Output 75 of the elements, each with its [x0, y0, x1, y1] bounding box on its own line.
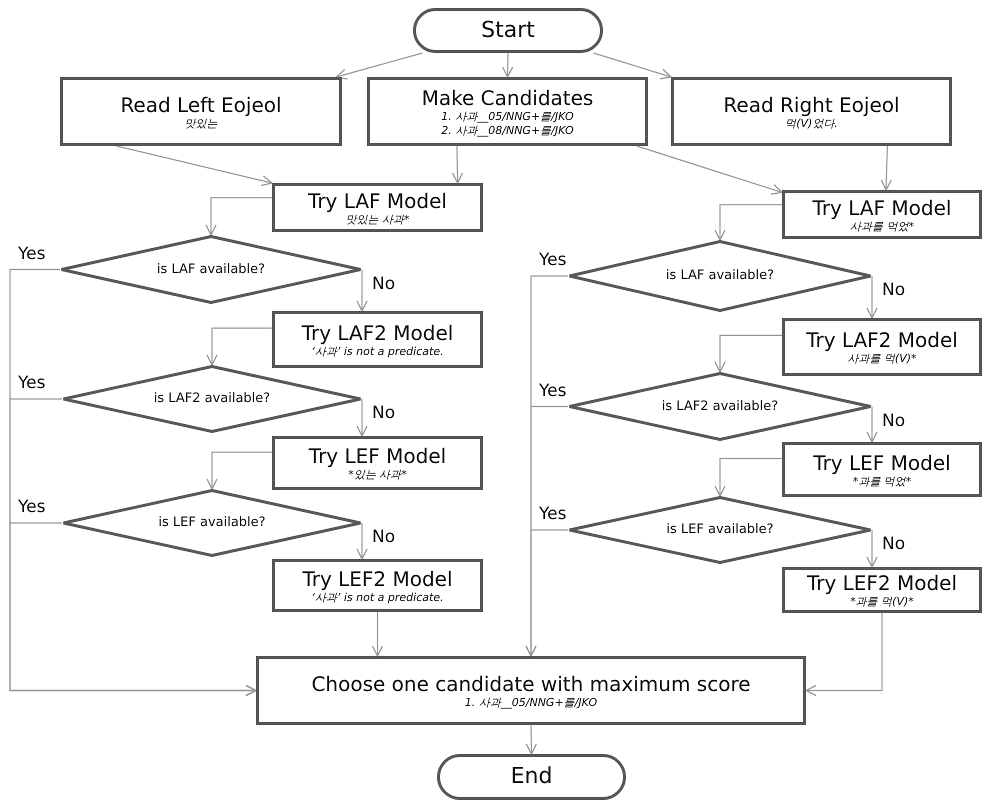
node-title: is LAF2 available? [662, 398, 778, 416]
arrow [805, 613, 883, 696]
node-title: Try LAF Model [812, 196, 952, 220]
decision-diamond [568, 496, 872, 564]
node-note: 사과를 먹(V)* [847, 352, 917, 366]
decision-diamond [62, 365, 362, 433]
node-title: Read Left Eojeol [120, 92, 282, 116]
process-box [671, 77, 952, 146]
arrow [502, 52, 514, 78]
node-note: 맛있는 [184, 116, 218, 130]
process-box [256, 656, 806, 725]
node-title: is LAF available? [156, 260, 266, 278]
decision-diamond [568, 240, 872, 312]
process-box [272, 436, 483, 490]
process-box [60, 77, 342, 146]
arrow [356, 270, 368, 312]
node-note: *과를 먹(V)* [850, 595, 914, 609]
node-title: is LAF available? [666, 267, 774, 285]
node-note: ‘사과’ is not a predicate. [311, 344, 444, 358]
arrow [9, 522, 257, 696]
process-box [272, 559, 483, 612]
process-box [782, 190, 982, 239]
node-note: 2. 사과__08/NNG+를/JKO [441, 124, 574, 138]
node-note: ‘사과’ is not a predicate. [311, 590, 444, 604]
node-title: is LAF2 available? [154, 390, 270, 408]
decision-diamond [568, 372, 872, 441]
arrow [714, 458, 782, 497]
arrow [714, 334, 782, 373]
arrow [206, 328, 272, 366]
node-title: Try LEF Model [308, 444, 446, 468]
arrow [372, 612, 384, 657]
node-note: *있는 사과* [348, 468, 407, 482]
process-box [367, 77, 648, 146]
arrow [356, 399, 368, 437]
process-box [782, 567, 982, 613]
node-title: Try LAF Model [308, 188, 447, 212]
node-note: 1. 사과__05/NNG+를/JKO [464, 696, 598, 710]
decision-diamond [62, 489, 362, 557]
node-title: Try LEF Model [813, 450, 951, 474]
node-title: is LEF available? [158, 514, 266, 532]
process-box [272, 183, 483, 232]
node-title: Try LAF2 Model [302, 320, 454, 344]
node-note: *과를 먹었* [852, 474, 912, 488]
arrow [526, 724, 537, 755]
node-title: is LEF available? [666, 521, 774, 539]
arrow [356, 523, 368, 560]
arrow [866, 406, 878, 443]
decision-diamond [60, 235, 362, 304]
node-title: Make Candidates [422, 86, 594, 110]
arrow [866, 276, 878, 319]
node-title: Read Right Eojeol [723, 92, 900, 116]
node-title: Try LEF2 Model [806, 571, 958, 595]
process-box [782, 318, 982, 376]
arrow [116, 145, 273, 186]
arrow [880, 146, 892, 191]
node-note: 사과를 먹었* [850, 220, 914, 234]
arrow [452, 146, 464, 184]
process-box [272, 311, 483, 368]
node-title: Try LEF2 Model [302, 566, 453, 590]
arrow [866, 530, 878, 568]
process-box [782, 442, 982, 497]
arrow [636, 145, 783, 195]
arrow [714, 204, 782, 241]
arrow [205, 197, 272, 236]
arrow [206, 452, 272, 490]
arrow [593, 52, 672, 80]
node-note: 1. 사과__05/NNG+를/JKO [441, 110, 574, 124]
node-note: 맛있는 사과* [346, 212, 410, 226]
node-title: End [510, 765, 552, 789]
node-title: Choose one candidate with maximum score [311, 672, 751, 696]
node-note: 먹(V)었다. [785, 116, 838, 130]
node-title: Start [481, 18, 535, 42]
arrow [336, 52, 423, 80]
node-title: Try LAF2 Model [806, 328, 958, 352]
arrow [525, 529, 568, 657]
